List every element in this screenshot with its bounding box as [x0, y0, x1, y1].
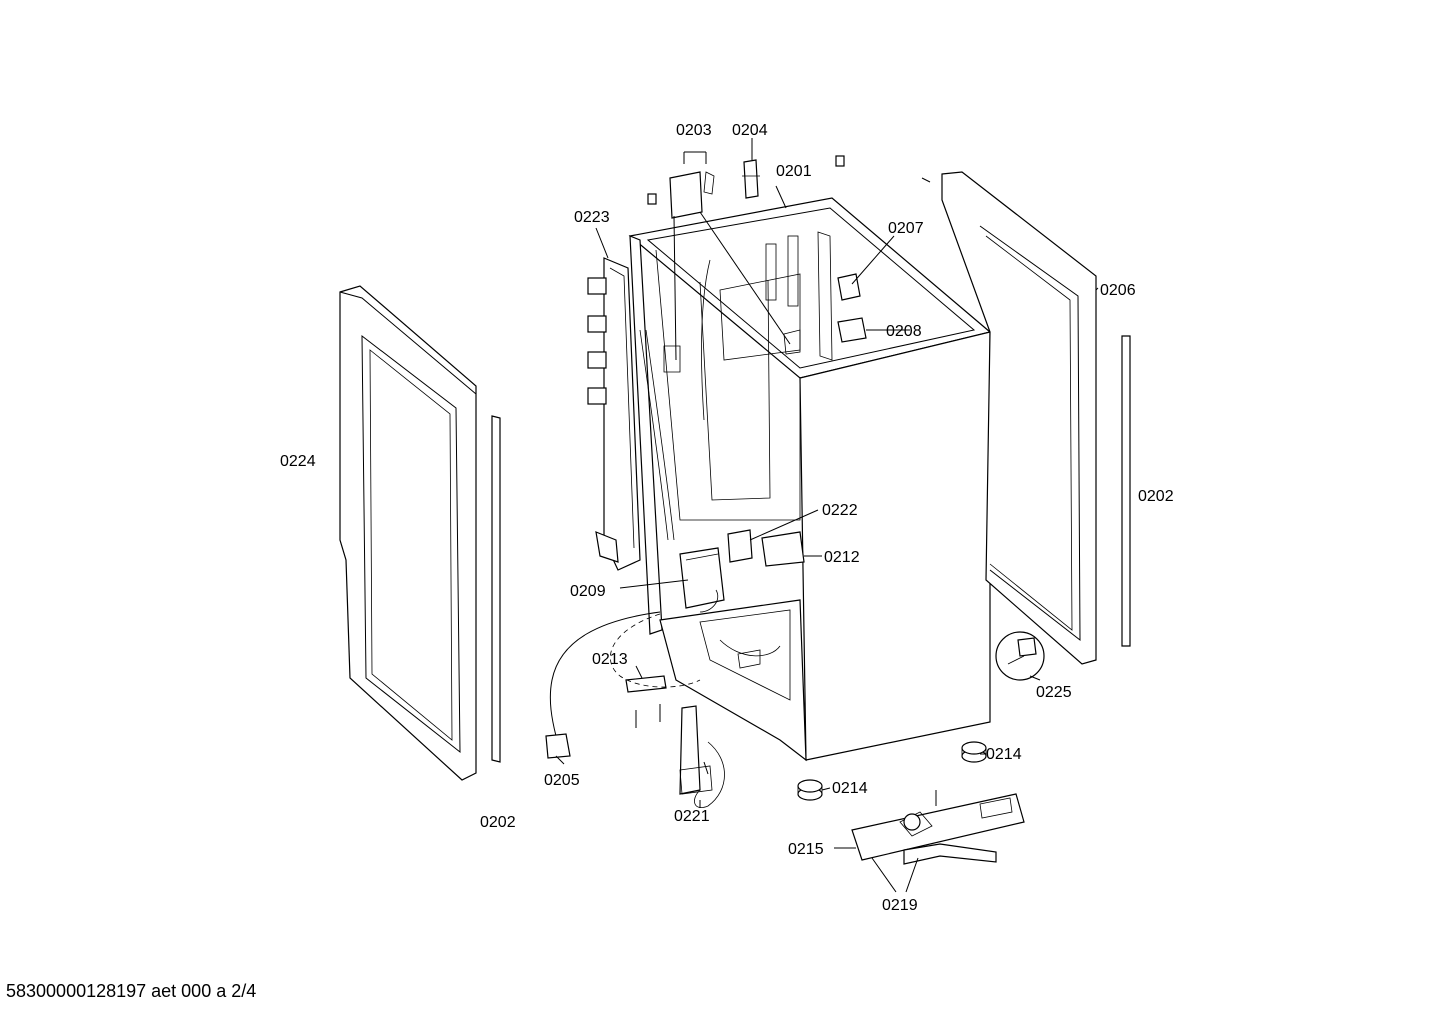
- label-0202-left: 0202: [480, 814, 516, 831]
- part-0225-detail: [995, 631, 1045, 681]
- label-0207: 0207: [888, 220, 924, 237]
- part-0205-power-cord: [545, 611, 661, 759]
- detail-outline-latch-area: [694, 741, 725, 808]
- gasket-strip-left: [491, 415, 501, 763]
- part-0209-filter: [679, 547, 725, 613]
- gasket-strip-right: [1121, 335, 1131, 647]
- label-0215: 0215: [788, 841, 824, 858]
- part-0203-cover: [647, 171, 715, 219]
- label-0208: 0208: [886, 323, 922, 340]
- label-0221: 0221: [674, 808, 710, 825]
- label-0225: 0225: [1036, 684, 1072, 701]
- part-0204-clip: [742, 155, 931, 199]
- part-0221-latch: [679, 705, 713, 795]
- label-0203: 0203: [676, 122, 712, 139]
- label-0209: 0209: [570, 583, 606, 600]
- part-0222-switch: [727, 529, 753, 563]
- label-0202-right: 0202: [1138, 488, 1174, 505]
- label-0206: 0206: [1100, 282, 1136, 299]
- label-0223: 0223: [574, 209, 610, 226]
- side-strip-0223: [587, 257, 641, 571]
- label-0224: 0224: [280, 453, 316, 470]
- document-footer-code: 58300000128197 aet 000 a 2/4: [6, 981, 257, 1001]
- label-0214-a: 0214: [986, 746, 1022, 763]
- label-0222: 0222: [822, 502, 858, 519]
- cabinet-frame: [628, 197, 992, 762]
- part-0214-foot-b: [797, 779, 823, 801]
- label-0212: 0212: [824, 549, 860, 566]
- part-0219-lever: [903, 843, 997, 865]
- side-panel-left: [339, 285, 477, 781]
- side-panel-right: [941, 171, 1097, 665]
- label-0204: 0204: [732, 122, 768, 139]
- detail-outline-cord-area: [610, 613, 701, 688]
- label-0201: 0201: [776, 163, 812, 180]
- label-0205: 0205: [544, 772, 580, 789]
- part-0208-bracket: [837, 317, 867, 343]
- leader-lines: [555, 138, 1099, 893]
- part-0213-hinge: [625, 675, 667, 728]
- label-0219: 0219: [882, 897, 918, 914]
- label-0213: 0213: [592, 651, 628, 668]
- label-0214-b: 0214: [832, 780, 868, 797]
- part-0215-base-assembly: [851, 790, 1025, 861]
- part-0212-socket: [761, 531, 805, 567]
- part-0214-foot-a: [961, 741, 987, 763]
